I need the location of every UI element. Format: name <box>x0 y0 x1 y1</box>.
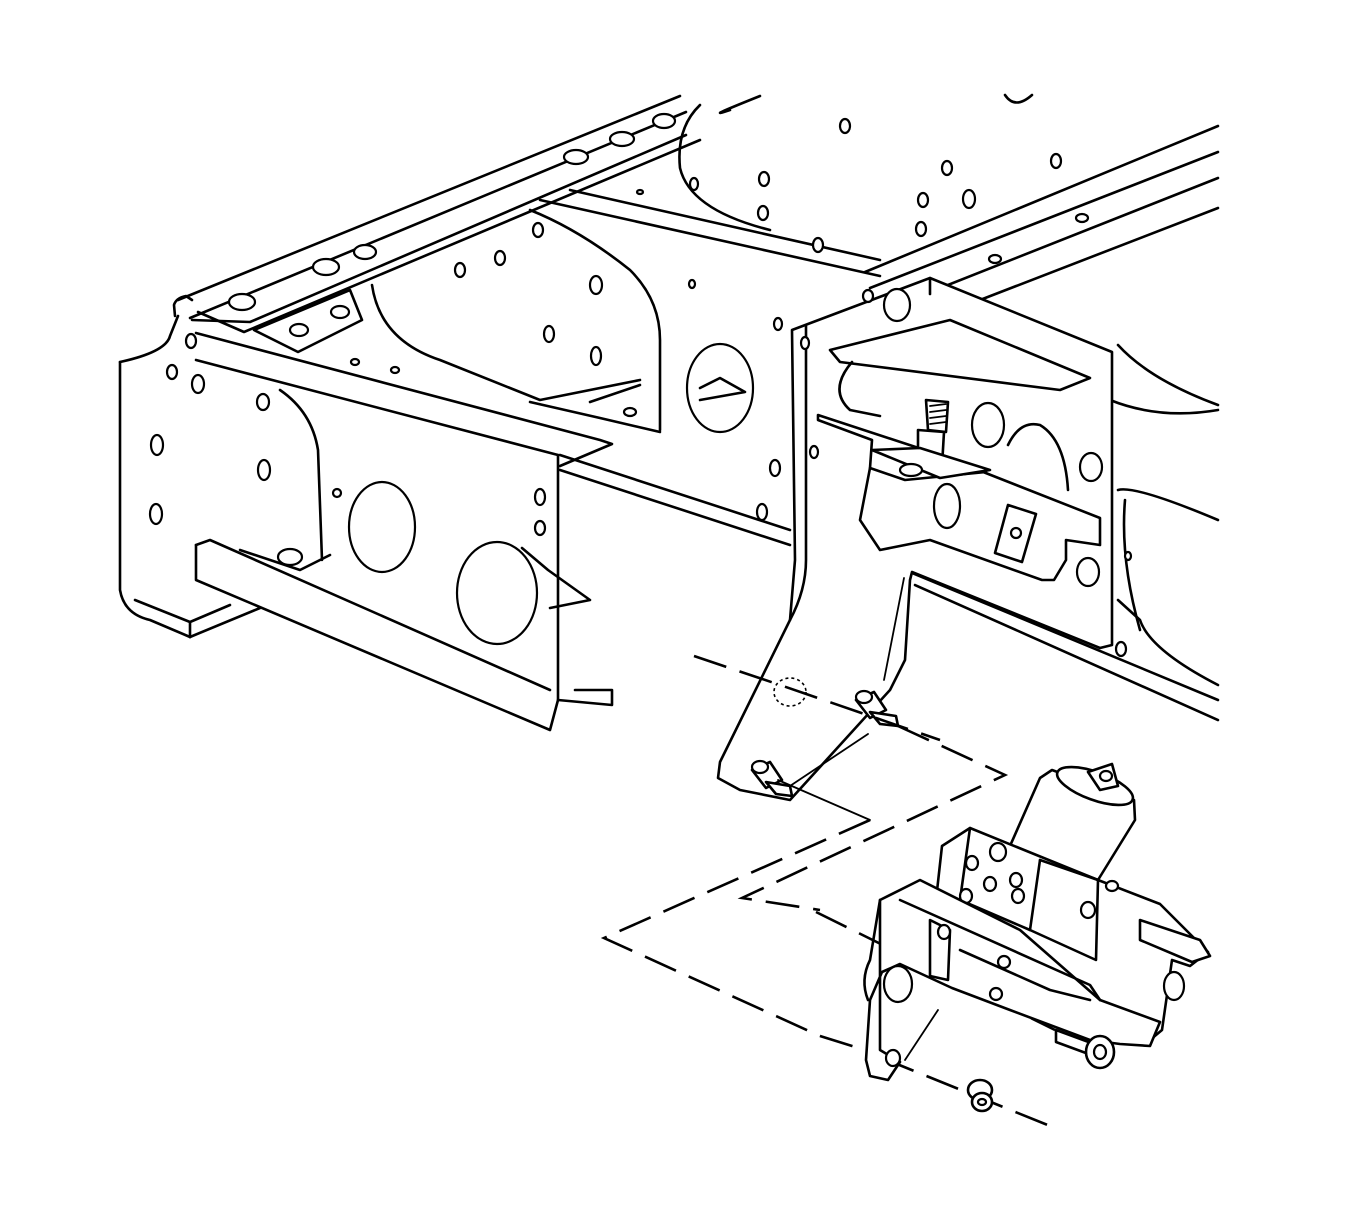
flange-hole <box>651 112 677 130</box>
flange-hole <box>227 292 257 312</box>
modulator-bracket <box>863 878 1162 1082</box>
flange-hole <box>562 148 590 166</box>
motor <box>1008 762 1137 882</box>
vehicle-frame-rail <box>118 94 702 639</box>
mounting-bracket <box>716 276 1114 802</box>
lightening-hole <box>347 480 417 574</box>
stud <box>750 759 794 798</box>
flange-hole <box>311 257 341 277</box>
lightening-hole <box>455 540 539 646</box>
brake-modulator-assembly <box>863 762 1212 1082</box>
modulator-nut <box>966 1078 994 1113</box>
hidden-fastener <box>773 677 807 707</box>
modulator-bolt <box>1054 1028 1116 1070</box>
frame-crossmember <box>538 93 1220 722</box>
flange-hole <box>608 130 636 148</box>
frame-crossmember <box>194 208 792 732</box>
flange-hole <box>352 243 378 261</box>
